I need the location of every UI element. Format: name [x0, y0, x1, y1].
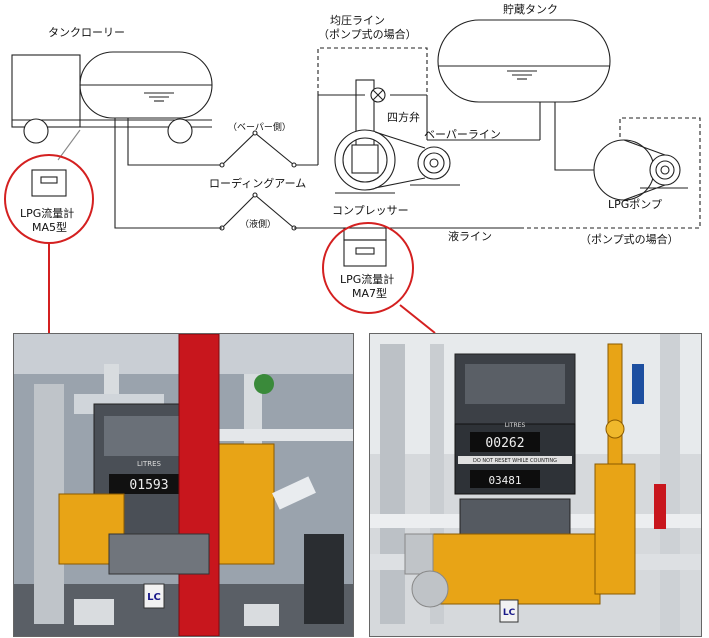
meter-counter: 01593: [129, 478, 168, 493]
pressure-equalizing-line: [317, 47, 428, 95]
meter-brand: LITRES: [137, 460, 162, 468]
lc-logo: LC: [147, 592, 161, 603]
vapor-line-label: ベーパーライン: [424, 128, 501, 141]
meter-ma5-label-2: MA5型: [32, 220, 67, 234]
meter-warning: DO NOT RESET WHILE COUNTING: [473, 458, 557, 464]
meter-ma7-label-1: LPG流量計: [340, 272, 394, 286]
photo-ma7-installation: 00262 LITRES DO NOT RESET WHILE COUNTING…: [369, 333, 702, 637]
lpg-pump: [593, 139, 688, 201]
pressure-line-label: 均圧ライン: [330, 14, 385, 27]
meter-counter-main: 00262: [485, 436, 524, 451]
liquid-line: [114, 102, 595, 229]
highlight-ma7: [322, 222, 436, 334]
pump-case-label: （ポンプ式の場合）: [580, 232, 679, 246]
pressure-line-note: （ポンプ式の場合）: [318, 27, 417, 41]
tank-lorry-label: タンクローリー: [48, 26, 125, 39]
liquid-line-label: 液ライン: [448, 229, 492, 243]
meter-counter-secondary: 03481: [488, 474, 521, 487]
meter-ma7: [343, 227, 387, 267]
four-way-valve-label: 四方弁: [387, 110, 420, 124]
liquid-line-pump-branch: [520, 117, 701, 229]
meter-brand: LITRES: [505, 422, 526, 429]
storage-tank-label: 貯蔵タンク: [503, 3, 558, 16]
liquid-side-label: （液側）: [240, 218, 276, 230]
meter-ma7-label-2: MA7型: [352, 286, 387, 300]
meter-ma5: [31, 169, 67, 197]
compressor: [334, 129, 460, 194]
lpg-pump-label: LPGポンプ: [608, 198, 662, 211]
vapor-line: [127, 94, 541, 166]
lc-logo: LC: [503, 608, 516, 618]
loading-arm-label: ローディングアーム: [209, 176, 306, 190]
photo-ma5-installation: 01593 LITRES LC: [13, 333, 354, 637]
vapor-side-label: （ベーパー側）: [228, 121, 291, 133]
storage-tank: [437, 19, 611, 103]
highlight-ma5: [4, 154, 94, 333]
loading-arm-vapor: [219, 130, 297, 168]
compressor-label: コンプレッサー: [332, 204, 409, 217]
tank-lorry: [11, 51, 213, 144]
meter-ma5-label-1: LPG流量計: [20, 206, 74, 220]
